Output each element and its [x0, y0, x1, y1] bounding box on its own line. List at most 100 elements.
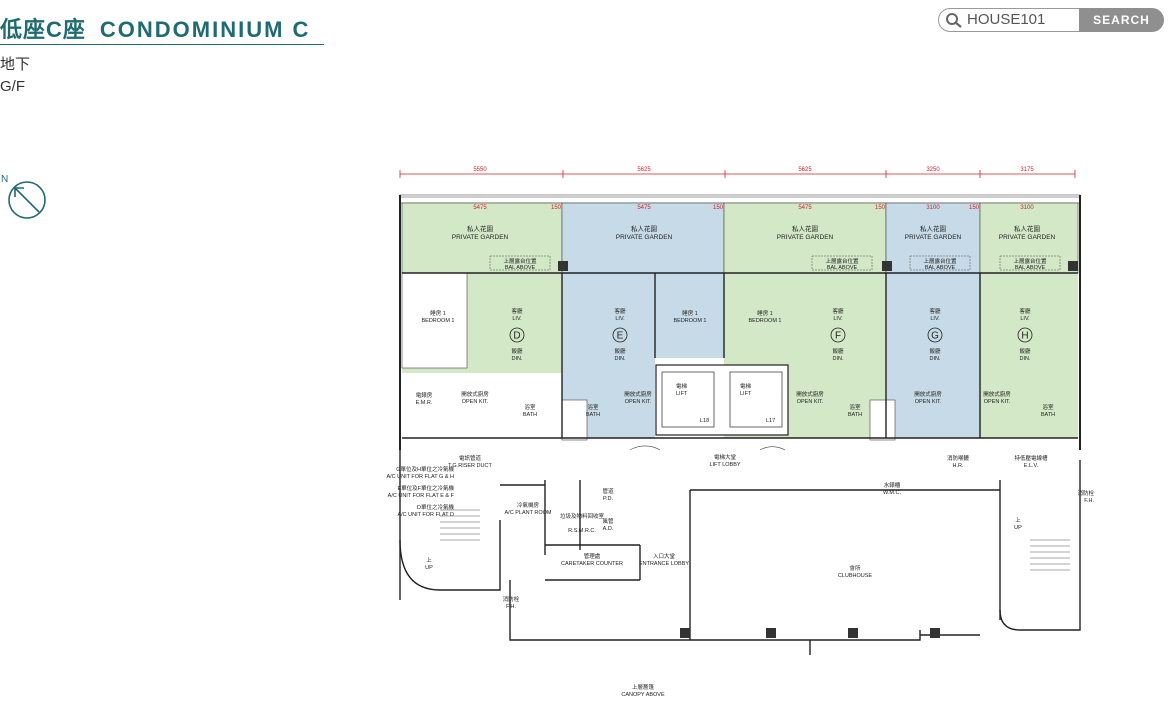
ac-ef-zh: E單位及F單位之冷氣機 [397, 484, 454, 492]
floor-label-english: G/F [0, 78, 25, 95]
bedroom-label-en: BEDROOM 1 [673, 318, 706, 324]
living-label-en: LIV. [930, 316, 940, 322]
elv-zh: 特低壓電線槽 [1014, 454, 1048, 462]
dining-label-zh: 飯廳 [614, 347, 626, 355]
kitchen-label-zh: 開放式廚房 [461, 390, 489, 398]
bedroom-label-zh: 睡房 1 [757, 309, 773, 317]
garden-label-en: PRIVATE GARDEN [777, 234, 834, 241]
fh-zh: 消防栓 [503, 595, 520, 603]
garden-dimensions: 5475 150 5475 150 5475 150 3100 150 3100 [473, 205, 1034, 211]
garden-f [723, 202, 887, 274]
balcony-label-zh: 上層露台位置 [825, 257, 859, 265]
ac-d-zh: D單位之冷氣機 [417, 503, 454, 511]
dim-label: 3100 [1020, 205, 1034, 211]
dining-label-zh: 飯廳 [1019, 347, 1031, 355]
emr-label-en: E.M.R. [416, 400, 433, 406]
garden-d [401, 202, 563, 274]
dining-label-en: DIN. [615, 356, 626, 362]
room-labels: 客廳 LIV. 飯廳 DIN. 睡房 1 BEDROOM 1 客廳 LIV. 飯… [421, 307, 1055, 418]
clubhouse-zh: 會所 [849, 564, 861, 572]
lift-lobby-zh: 電梯大堂 [714, 453, 737, 461]
garden-g [885, 202, 981, 274]
dim-label: 5475 [637, 205, 651, 211]
lift-label-en: LIFT [676, 391, 688, 397]
dim-label: 150 [969, 205, 980, 211]
title-chinese: 低座C座 [0, 17, 86, 42]
page-title: 低座C座 CONDOMINIUM C [0, 12, 310, 44]
ad-label-en: A.D. [603, 526, 614, 532]
dining-label-en: DIN. [512, 356, 523, 362]
bedroom-label-en: BEDROOM 1 [748, 318, 781, 324]
lift-label-zh: 電梯 [676, 382, 688, 390]
dim-label: 5625 [637, 167, 651, 173]
kitchen-label-en: OPEN KIT. [462, 399, 489, 405]
living-label-en: LIV. [512, 316, 522, 322]
kitchen-label-zh: 開放式廚房 [624, 390, 652, 398]
flat-h-marker: H [1021, 331, 1028, 342]
refuse-zh: 垃圾及物料回收室 [560, 512, 605, 520]
flats [401, 272, 1078, 441]
bath-label-en: BATH [1041, 412, 1055, 418]
hr-zh: 消防喉轆 [947, 454, 970, 462]
search-input[interactable] [967, 11, 1075, 28]
bath-label-zh: 浴室 [849, 403, 861, 411]
title-english: CONDOMINIUM C [99, 17, 311, 42]
bedroom-label-zh: 睡房 1 [430, 309, 446, 317]
top-dimension-line [399, 170, 1076, 178]
ac-d-en: A/C UNIT FOR FLAT D [397, 512, 454, 518]
ac-gh-en: A/C UNIT FOR FLAT G & H [386, 474, 454, 480]
garden-label-zh: 私人花園 [920, 224, 946, 233]
floor-plan: 5550 5625 5625 3250 3175 5475 150 5475 1… [386, 167, 1094, 698]
living-label-zh: 客廳 [614, 307, 626, 315]
bath-label-zh: 浴室 [524, 403, 536, 411]
kitchen-label-en: OPEN KIT. [915, 399, 942, 405]
pd-label-en: P.D. [603, 496, 613, 502]
balcony-above-markers: 上層露台位置 BAL ABOVE 上層露台位置 BAL ABOVE 上層露台位置… [489, 255, 1061, 271]
north-letter: N [1, 174, 8, 185]
fh-en: F.H. [506, 604, 516, 610]
dining-label-en: DIN. [833, 356, 844, 362]
balcony-label-en: BAL ABOVE [827, 265, 858, 271]
flat-markers: D E F G H [509, 327, 1033, 343]
living-label-zh: 客廳 [1019, 307, 1031, 315]
bath-label-en: BATH [523, 412, 537, 418]
balcony-label-zh: 上層露台位置 [503, 257, 537, 265]
ac-plant-zh: 冷氣機房 [517, 501, 540, 509]
ground-floor-walls [399, 450, 1081, 655]
search-icon [946, 13, 962, 28]
bath-label-zh: 浴室 [587, 403, 599, 411]
bath-label-en: BATH [848, 412, 862, 418]
garden-e [561, 202, 725, 274]
flat-g-marker: G [931, 331, 939, 342]
bath-label-zh: 浴室 [1042, 403, 1054, 411]
columns [558, 261, 1078, 638]
fh-en: F.H. [1084, 498, 1094, 504]
living-label-en: LIV. [615, 316, 625, 322]
title-underline [0, 44, 324, 45]
balcony-label-zh: 上層露台位置 [923, 257, 957, 265]
wmc-en: W.M.C. [883, 490, 901, 496]
up-en: UP [1014, 525, 1022, 531]
up-en: UP [425, 565, 433, 571]
balcony-label-zh: 上層露台位置 [1013, 257, 1047, 265]
gardens [401, 202, 1079, 274]
lift-label-zh: 電梯 [740, 382, 752, 390]
living-label-zh: 客廳 [929, 307, 941, 315]
lift-id: L17 [766, 418, 775, 424]
refuse-en: R.S.M.R.C. [568, 528, 596, 534]
entrance-zh: 入口大堂 [653, 552, 676, 560]
kitchen-label-zh: 開放式廚房 [796, 390, 824, 398]
balcony-label-en: BAL ABOVE [505, 265, 536, 271]
dining-label-zh: 飯廳 [832, 347, 844, 355]
staircases [440, 509, 1070, 571]
search-button[interactable]: SEARCH [1079, 8, 1164, 32]
kitchen-label-en: OPEN KIT. [797, 399, 824, 405]
up-zh: 上 [1015, 516, 1021, 524]
lift-label-en: LIFT [740, 391, 752, 397]
top-dimensions: 5550 5625 5625 3250 3175 [473, 167, 1034, 173]
garden-label-zh: 私人花園 [1014, 224, 1040, 233]
dim-label: 150 [551, 205, 562, 211]
garden-label-zh: 私人花園 [792, 224, 818, 233]
kitchen-label-zh: 開放式廚房 [914, 390, 942, 398]
bedroom-label-en: BEDROOM 1 [421, 318, 454, 324]
